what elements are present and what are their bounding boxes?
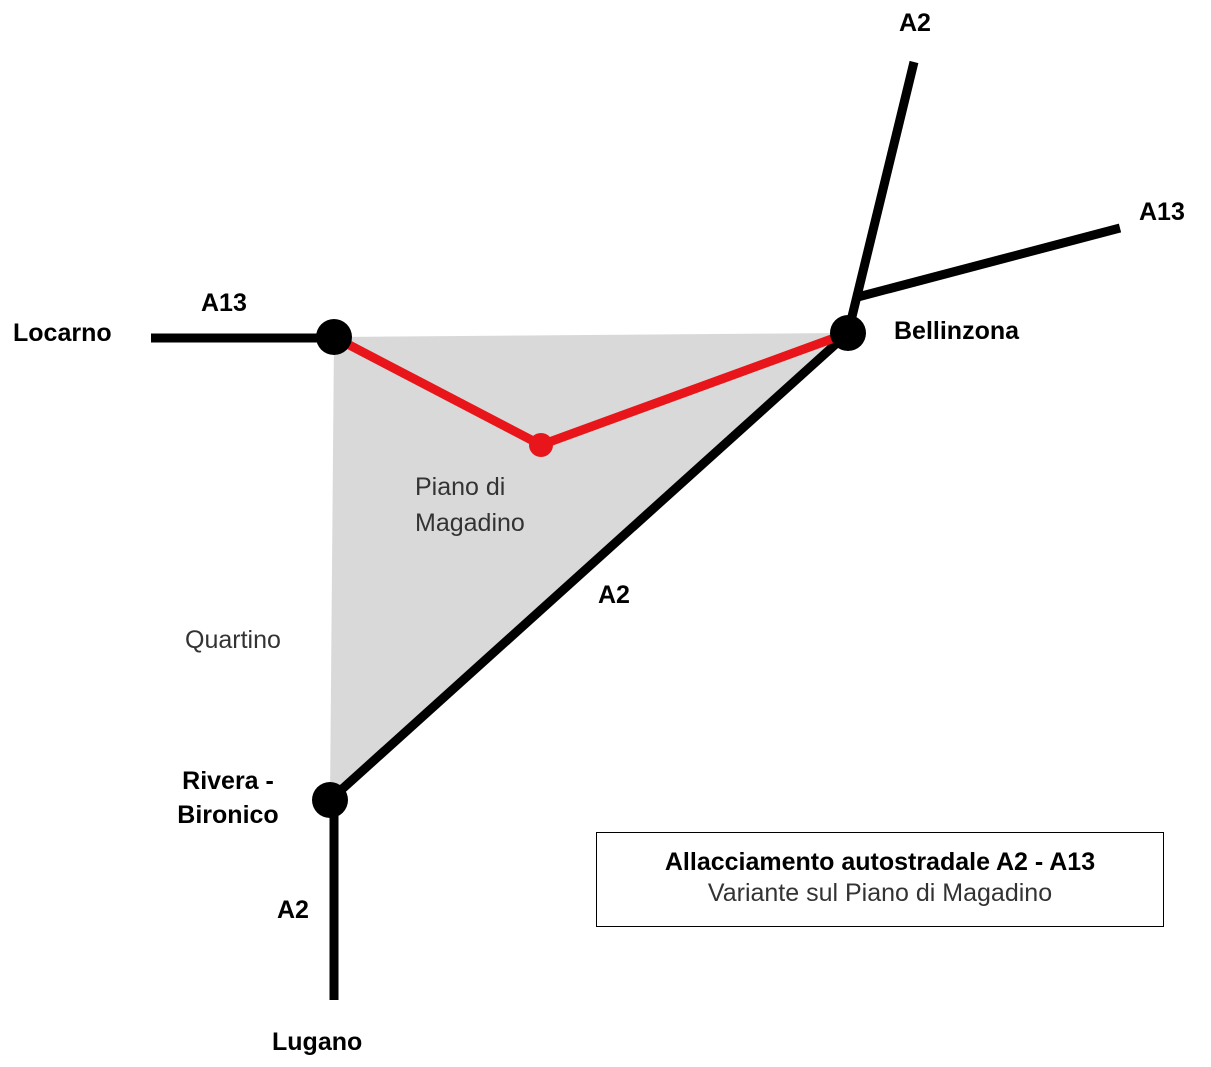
a2-diagonal-road (326, 329, 852, 804)
legend-box: Allacciamento autostradale A2 - A13 Vari… (596, 832, 1164, 927)
legend-title: Allacciamento autostradale A2 - A13 (664, 848, 1096, 876)
locarno-junction-node (316, 319, 352, 355)
rivera-bironico-label: Rivera - Bironico (163, 764, 293, 832)
rivera-bironico-junction-node (312, 782, 348, 818)
quartino-label: Quartino (185, 626, 281, 654)
rivera-label-line1: Rivera - (182, 767, 274, 795)
rivera-label-line2: Bironico (177, 801, 279, 829)
legend-subtitle: Variante sul Piano di Magadino (707, 879, 1053, 908)
a2-north-road (843, 60, 919, 335)
piano-label-line1: Piano di (415, 473, 506, 501)
a2-diagonal-label: A2 (598, 581, 630, 609)
variant-midpoint-node (529, 433, 553, 457)
a13-west-label: A13 (201, 289, 247, 317)
piano-di-magadino-label: Piano di Magadino (415, 469, 525, 541)
locarno-label: Locarno (13, 319, 112, 347)
a2-north-label: A2 (899, 9, 931, 37)
lugano-label: Lugano (272, 1028, 363, 1056)
piano-label-line2: Magadino (415, 509, 525, 537)
bellinzona-junction-node (830, 315, 866, 351)
a13-east-label: A13 (1139, 198, 1185, 226)
a2-south-label: A2 (277, 896, 309, 924)
a13-east-road (852, 223, 1122, 303)
bellinzona-label: Bellinzona (894, 317, 1020, 345)
